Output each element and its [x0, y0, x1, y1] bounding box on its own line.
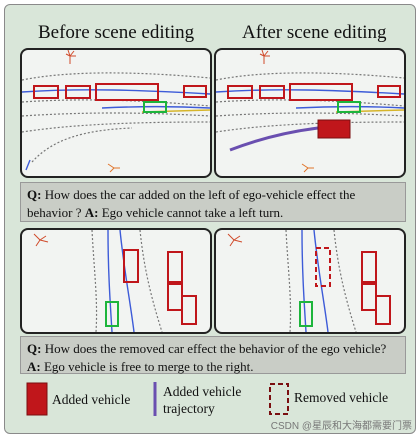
ego-vehicle-box [105, 301, 119, 327]
watermark: CSDN @星辰和大海都需要门票 [270, 421, 412, 432]
removed-vehicle-box [315, 247, 331, 287]
vehicle-box [377, 85, 401, 98]
scene1-before-map [22, 50, 210, 173]
vehicle-box [289, 83, 353, 101]
pedestrian-icon [65, 50, 76, 64]
scene2-before-panel [20, 228, 212, 334]
ego-vehicle-box [299, 301, 313, 327]
scene2-before-map [33, 230, 197, 332]
vehicle-box [123, 249, 139, 283]
added-vehicle-legend-label: Added vehicle [52, 392, 131, 407]
answer-label: A: [84, 205, 99, 220]
scene2-after-panel [214, 228, 406, 334]
pedestrian-icon [33, 233, 49, 247]
answer-label: A: [27, 359, 41, 374]
answer-text: Ego vehicle is free to merge to the righ… [43, 359, 254, 374]
scene1-after-panel [214, 48, 406, 178]
vehicle-box [361, 283, 377, 311]
vehicle-box [375, 295, 391, 325]
pedestrian-icon [227, 233, 243, 247]
qa-box-1: Q: How does the car added on the left of… [20, 182, 406, 222]
scene1-before-panel [20, 48, 212, 178]
before-editing-title: Before scene editing [38, 22, 195, 43]
pedestrian-icon [259, 50, 270, 64]
added-vehicle-legend-icon [26, 382, 48, 416]
question-text: How does the removed car effect the beha… [44, 341, 387, 356]
question-text: How does the car added on the left of eg… [27, 187, 356, 220]
ego-vehicle-box [337, 101, 361, 113]
vehicle-box [167, 283, 183, 311]
removed-vehicle-legend-label: Removed vehicle [294, 390, 389, 405]
after-editing-title: After scene editing [242, 22, 387, 43]
vehicle-box [167, 251, 183, 283]
vehicle-box [227, 85, 253, 99]
added-trajectory [229, 126, 319, 152]
trajectory-legend-label-line2: trajectory [163, 401, 215, 416]
qa-box-2: Q: How does the removed car effect the b… [20, 336, 406, 374]
question-label: Q: [27, 341, 42, 356]
vehicle-box [95, 83, 159, 101]
ego-vehicle-box [143, 101, 167, 113]
trajectory-legend-label-line1: Added vehicle [163, 384, 242, 399]
vehicle-box [259, 85, 285, 99]
pedestrian-icon [107, 163, 120, 173]
vehicle-box [33, 85, 59, 99]
vehicle-box [181, 295, 197, 325]
removed-vehicle-legend-icon [269, 383, 289, 415]
answer-text: Ego vehicle cannot take a left turn. [101, 205, 284, 220]
vehicle-box [183, 85, 207, 98]
vehicle-box [65, 85, 91, 99]
scene2-after-map [227, 230, 391, 332]
vehicle-box [361, 251, 377, 283]
added-vehicle-box [317, 119, 351, 139]
scene1-after-map [216, 50, 404, 173]
trajectory-legend-icon [153, 382, 157, 416]
question-label: Q: [27, 187, 42, 202]
pedestrian-icon [301, 163, 314, 173]
